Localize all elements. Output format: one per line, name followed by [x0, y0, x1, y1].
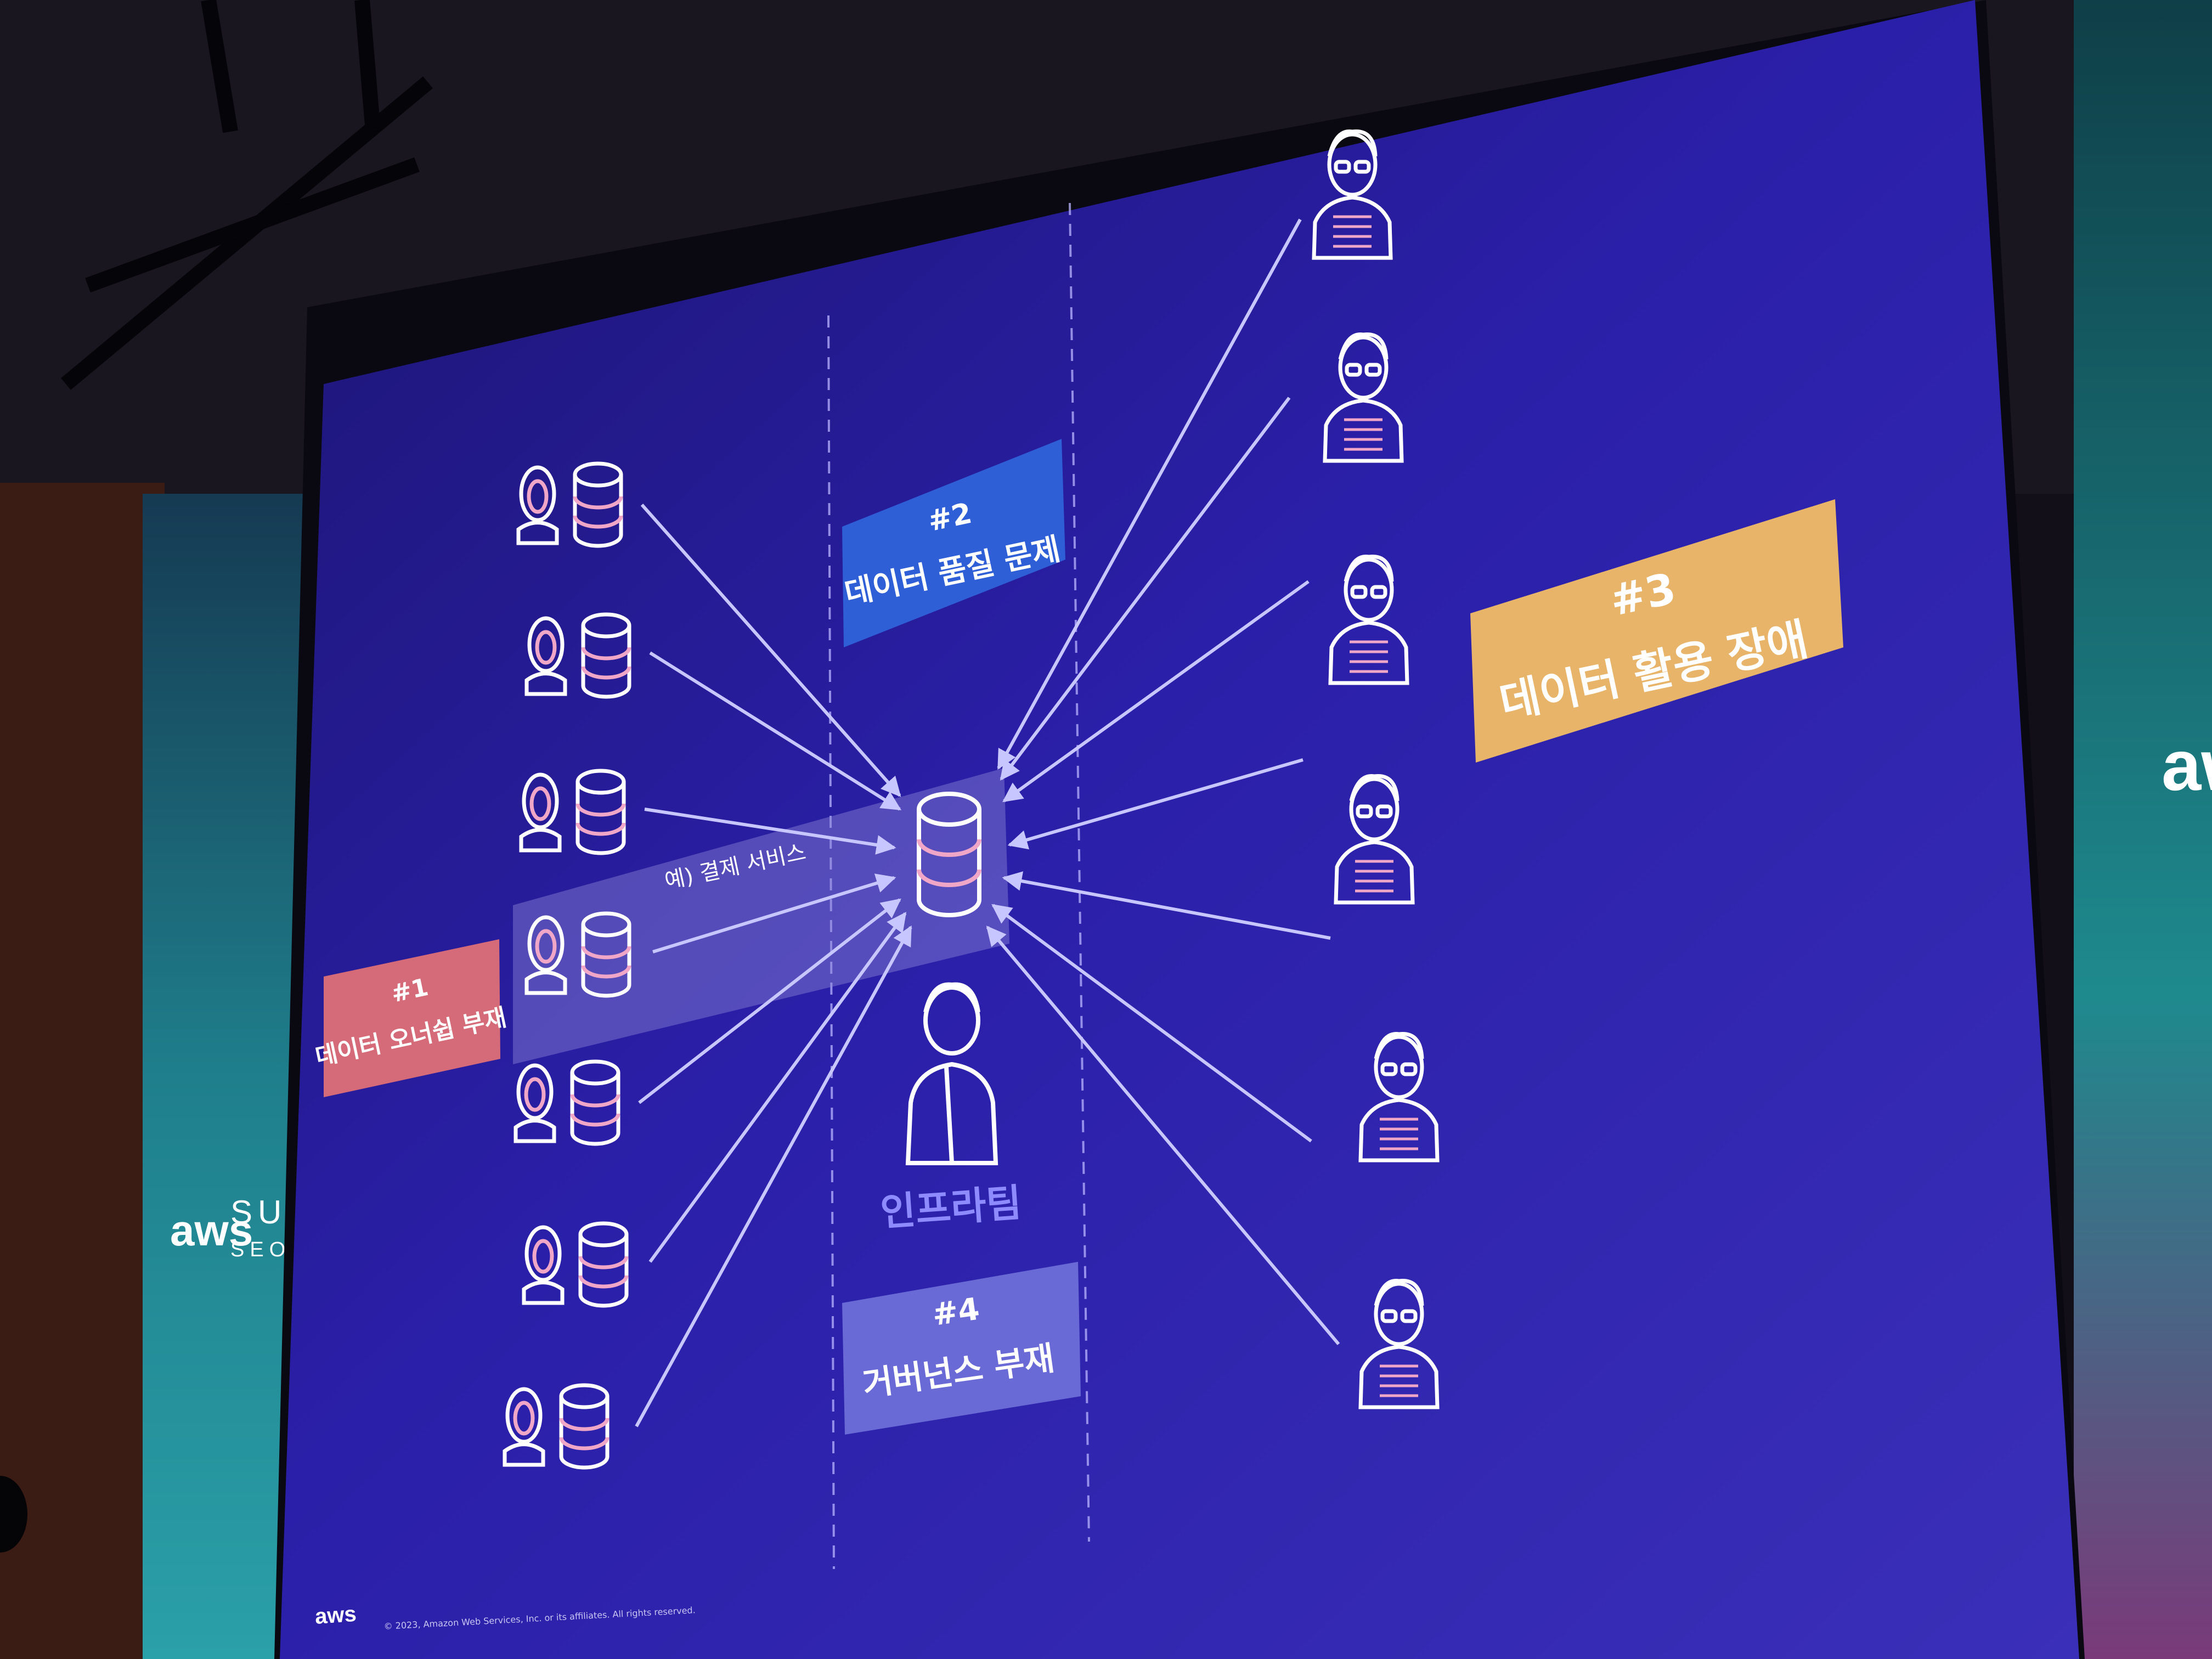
banner-left-logo: aws [170, 1206, 253, 1255]
data-user-icon [1312, 129, 1393, 260]
arrows-right [986, 218, 1340, 1345]
data-user-icon [1358, 1279, 1440, 1409]
banner-right: aws [2074, 0, 2212, 1659]
data-source-icon [522, 1221, 629, 1308]
label-2-quality: #2 데이터 품질 문제 [842, 439, 1065, 647]
slide-surface [280, 0, 2079, 1659]
user-group [1312, 129, 1440, 1409]
divider-right [1069, 202, 1090, 1542]
banner-right-logo: aws [2162, 725, 2212, 805]
label-4-governance: #4 거버넌스 부재 [842, 1262, 1081, 1435]
data-source-icon [519, 769, 626, 855]
divider-left [827, 315, 835, 1570]
label-1-ownership: #1 데이터 오너쉽 부재 [313, 939, 509, 1097]
data-user-icon [1358, 1032, 1440, 1163]
data-user-icon [1328, 555, 1409, 685]
central-database-icon [917, 792, 981, 917]
arrows-left [635, 504, 912, 1427]
data-user-icon [1323, 332, 1404, 463]
audience-head [0, 1476, 27, 1553]
infra-team-label: 인프라팀 [879, 1180, 1023, 1235]
data-source-group [503, 461, 631, 1470]
label-4-number: #4 [930, 1291, 981, 1333]
infra-team-person-icon [905, 982, 998, 1165]
data-source-icon [524, 911, 631, 998]
label-3-usage: #3 데이터 활용 장애 [1470, 499, 1843, 763]
footer-aws-logo: aws [314, 1602, 357, 1629]
data-source-icon [503, 1383, 610, 1470]
data-source-icon [516, 461, 623, 548]
data-source-icon [524, 612, 631, 699]
ceiling-truss [61, 0, 433, 390]
data-source-icon [514, 1059, 620, 1146]
data-user-icon [1334, 774, 1415, 905]
